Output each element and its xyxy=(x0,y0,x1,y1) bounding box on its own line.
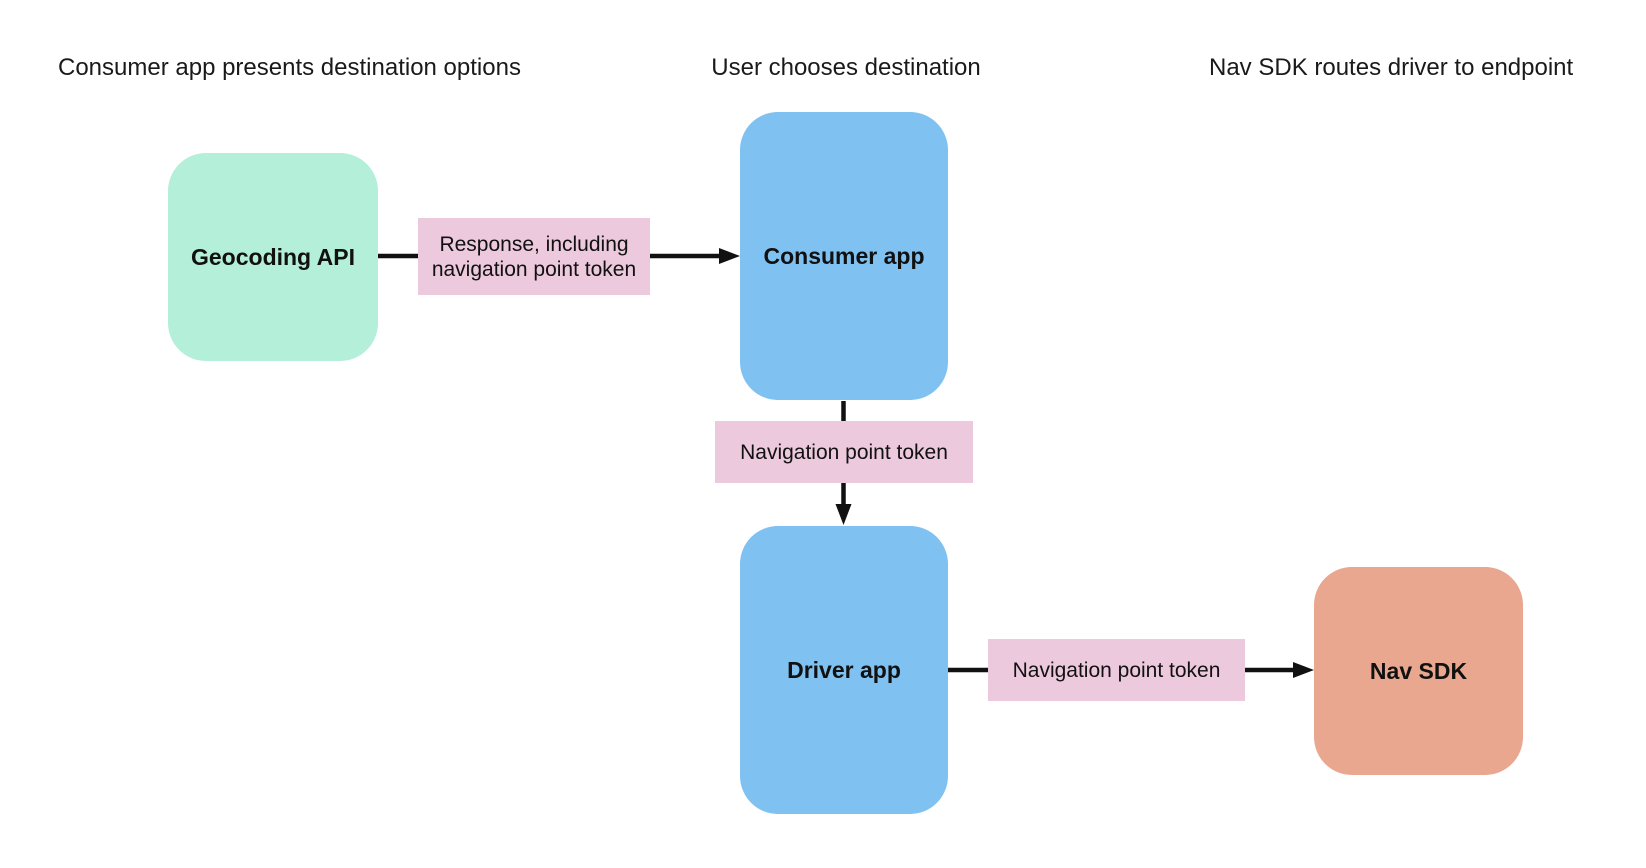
column-heading-consumer-presents: Consumer app presents destination option… xyxy=(58,54,521,81)
node-driver-app: Driver app xyxy=(740,526,948,814)
node-consumer-app: Consumer app xyxy=(740,112,948,400)
column-heading-user-chooses: User chooses destination xyxy=(711,54,981,81)
edge-label-navigation-point-token-horizontal: Navigation point token xyxy=(988,639,1245,701)
arrowhead-into-driver-app xyxy=(835,504,852,525)
node-nav-sdk-label: Nav SDK xyxy=(1369,657,1468,684)
edge-label-response-including-token: Response, including navigation point tok… xyxy=(418,218,650,295)
arrowhead-into-consumer-app xyxy=(719,248,740,264)
column-heading-navsdk-routes: Nav SDK routes driver to endpoint xyxy=(1209,54,1574,81)
arrowhead-into-nav-sdk xyxy=(1293,662,1314,678)
node-nav-sdk: Nav SDK xyxy=(1314,567,1523,775)
node-geocoding-api: Geocoding API xyxy=(168,153,378,361)
edge-label-navigation-point-token-vertical: Navigation point token xyxy=(715,421,973,483)
node-consumer-app-label: Consumer app xyxy=(763,242,925,269)
node-geocoding-api-label: Geocoding API xyxy=(191,243,355,270)
node-driver-app-label: Driver app xyxy=(787,656,901,683)
